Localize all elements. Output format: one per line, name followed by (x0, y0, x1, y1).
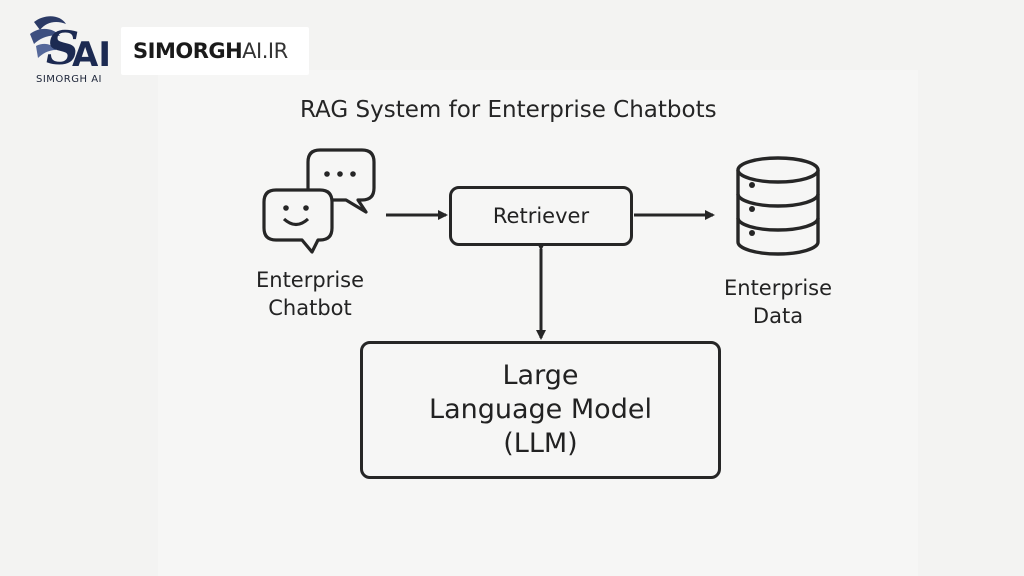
brand-name: SIMORGHAI.IR (133, 39, 288, 63)
data-label-line1: Enterprise (723, 276, 833, 300)
simorgh-logo: S AI SIMORGH AI (26, 12, 112, 88)
llm-label-line3: (LLM) (503, 428, 578, 459)
logo-caption: SIMORGH AI (36, 74, 102, 85)
chatbot-label-line1: Enterprise (255, 268, 365, 292)
retriever-node[interactable]: Retriever (449, 186, 633, 246)
brand-name-domain: AI.IR (242, 39, 288, 63)
llm-label-line2: Language Model (429, 394, 652, 425)
brand-name-bold: SIMORGH (133, 39, 243, 63)
svg-text:AI: AI (72, 35, 111, 74)
svg-text:S: S (46, 21, 79, 74)
llm-node[interactable]: Large Language Model (LLM) (360, 341, 721, 479)
retriever-label: Retriever (492, 204, 590, 228)
chat-bubbles-icon (262, 148, 376, 254)
brand-banner[interactable]: SIMORGHAI.IR (121, 27, 309, 75)
database-icon (736, 156, 820, 256)
data-label-line2: Data (752, 304, 804, 328)
diagram-title: RAG System for Enterprise Chatbots (300, 97, 717, 123)
chatbot-label: Enterprise Chatbot (244, 266, 376, 322)
llm-label-line1: Large (502, 360, 579, 391)
chatbot-label-line2: Chatbot (268, 296, 352, 320)
phoenix-logo-icon: S AI (30, 16, 111, 75)
data-label: Enterprise Data (708, 274, 848, 330)
